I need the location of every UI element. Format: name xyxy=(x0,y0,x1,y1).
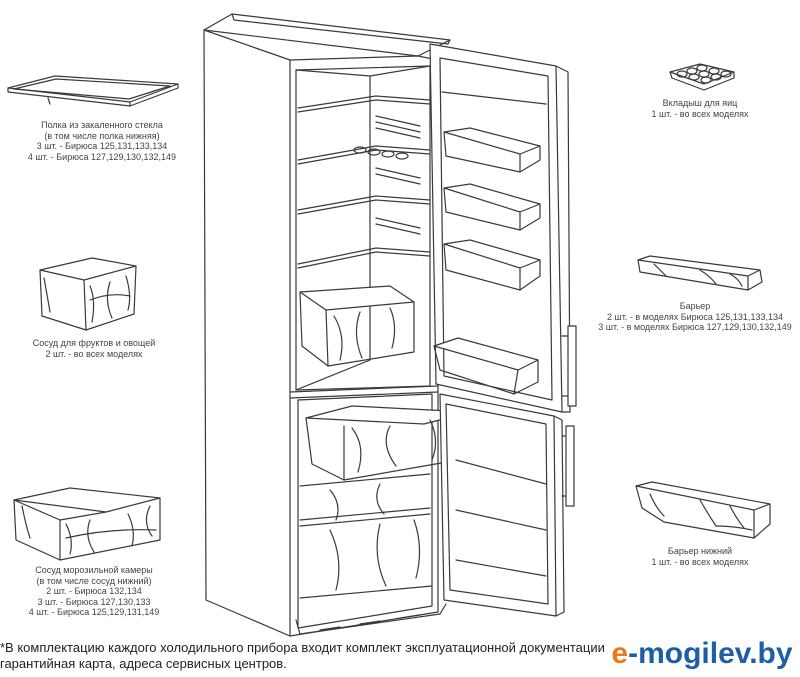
label-fruit-box: Сосуд для фруктов и овощей 2 шт. - во вс… xyxy=(4,338,184,359)
label-line: (в том числе сосуд нижний) xyxy=(36,575,152,586)
label-barrier-bottom: Барьер нижний 1 шт. - во всех моделях xyxy=(630,546,770,567)
label-line: 4 шт. - Бирюса 125,129,131,149 xyxy=(28,607,160,617)
barrier-illustration xyxy=(637,255,763,291)
label-line: (в том числе полка нижняя) xyxy=(44,130,160,141)
label-line: Вкладыш для яиц xyxy=(662,98,738,108)
fruit-box-illustration xyxy=(39,257,137,331)
watermark-domain: -mogilev.by xyxy=(628,637,793,670)
footnote-line-1: *В комплектацию каждого холодильного при… xyxy=(0,640,605,655)
watermark-logo: e-mogilev.by xyxy=(604,630,800,677)
label-egg-tray: Вкладыш для яиц 1 шт. - во всех моделях xyxy=(630,98,770,119)
watermark-e: e xyxy=(611,637,629,670)
label-line: 3 шт. - Бирюса 127,130,133 xyxy=(37,596,151,607)
label-line: 1 шт. - во всех моделях xyxy=(651,108,749,119)
label-line: Сосуд для фруктов и овощей xyxy=(32,338,156,348)
footnote: *В комплектацию каждого холодильного при… xyxy=(0,640,640,672)
glass-shelf-illustration xyxy=(7,75,179,107)
label-line: 2 шт. - в моделях Бирюса 125,131,133,134 xyxy=(607,311,783,322)
label-line: Барьер нижний xyxy=(667,546,733,556)
label-freezer-box: Сосуд морозильной камеры (в том числе со… xyxy=(4,565,184,618)
label-line: Сосуд морозильной камеры xyxy=(35,565,153,575)
label-line: Барьер xyxy=(679,301,711,311)
label-line: 1 шт. - во всех моделях xyxy=(651,556,749,567)
label-glass-shelf: Полка из закаленного стекла (в том числе… xyxy=(4,120,200,162)
fridge-illustration xyxy=(203,13,577,637)
label-line: Полка из закаленного стекла xyxy=(41,120,163,130)
freezer-box-illustration xyxy=(13,487,161,561)
label-line: 3 шт. - Бирюса 125,131,133,134 xyxy=(36,141,168,151)
label-line: 4 шт. - Бирюса 127,129,130,132,149 xyxy=(27,151,177,162)
label-line: 2 шт. - во всех моделях xyxy=(45,348,143,359)
label-line: 3 шт. - в моделях Бирюса 127,129,130,132… xyxy=(598,322,792,332)
footnote-line-2: гарантийная карта, адреса сервисных цент… xyxy=(0,656,287,671)
egg-tray-illustration xyxy=(669,63,735,91)
bottom-barrier-illustration xyxy=(635,481,771,539)
label-barrier: Барьер 2 шт. - в моделях Бирюса 125,131,… xyxy=(590,301,800,333)
label-line: 2 шт. - Бирюса 132,134 xyxy=(46,586,142,596)
